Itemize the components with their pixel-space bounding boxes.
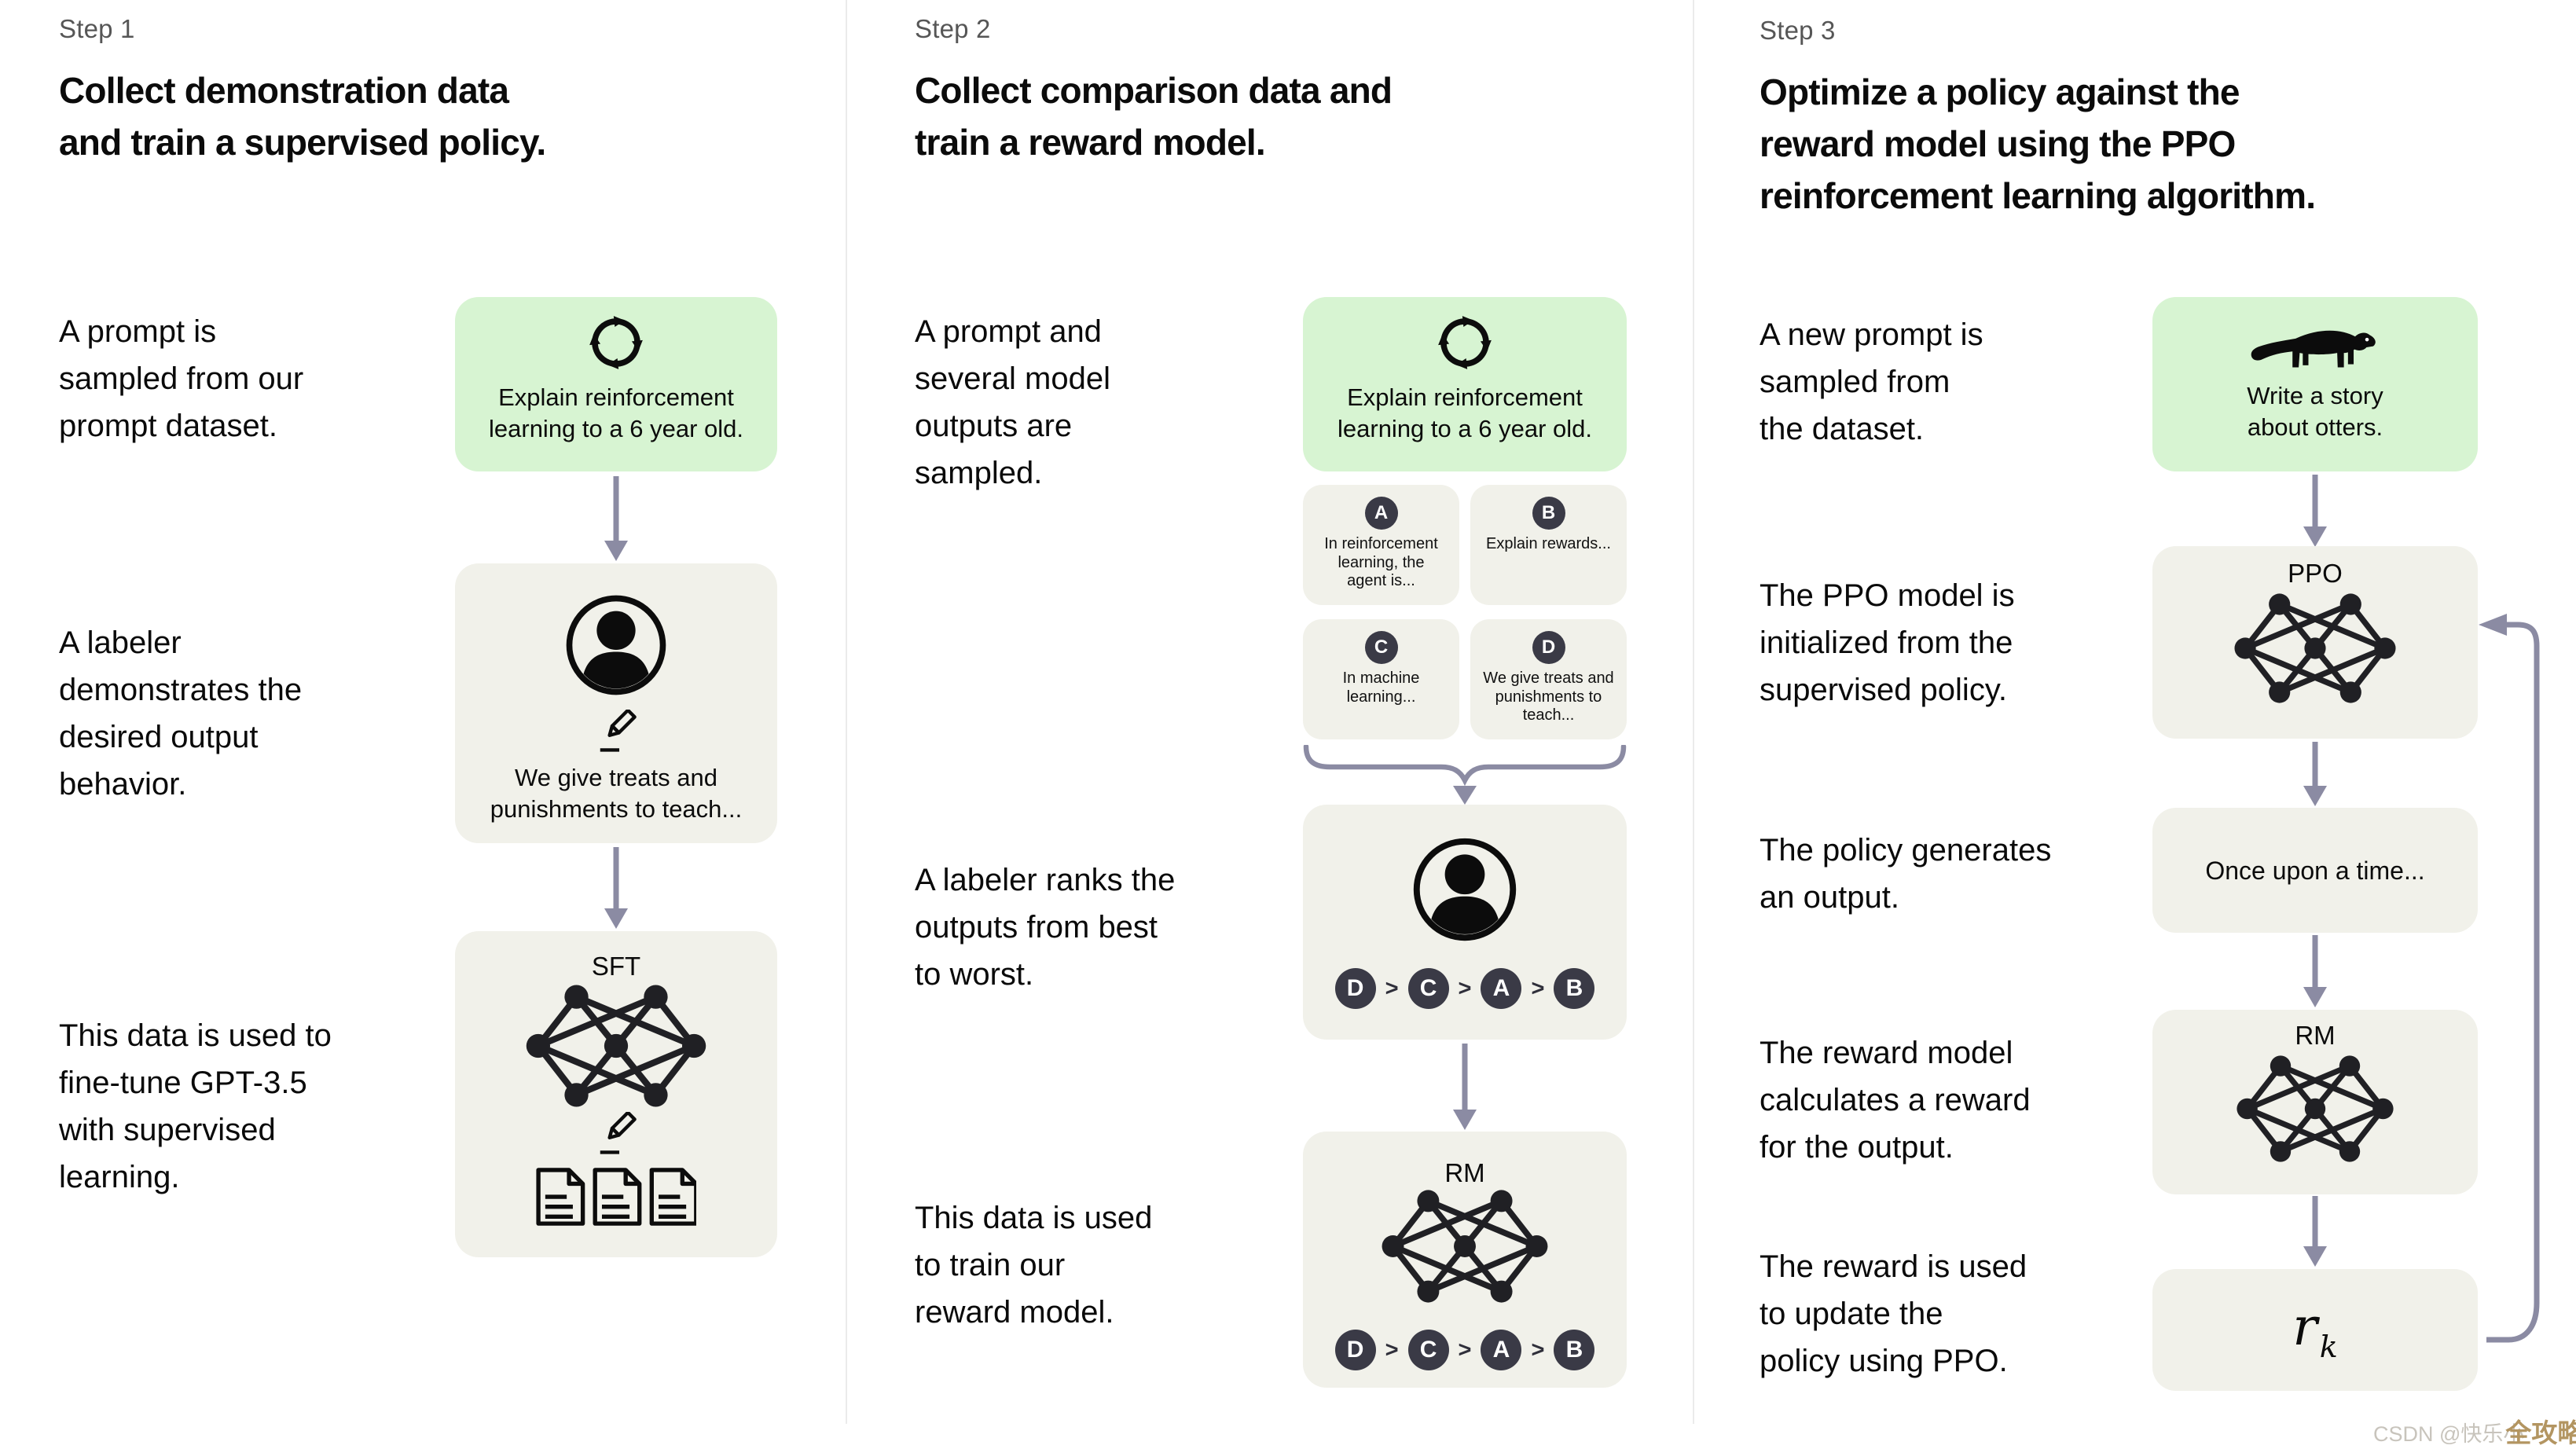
rank-separator: > [1531, 1337, 1545, 1363]
rm-label: RM [1444, 1158, 1485, 1187]
step1-sft-box: SFT [455, 931, 777, 1257]
rank-separator: > [1458, 1337, 1472, 1363]
ppo-label: PPO [2288, 559, 2343, 588]
pencil-icon [600, 1112, 637, 1154]
rank-circle: D [1334, 1330, 1376, 1370]
rank-circle: B [1554, 1330, 1595, 1370]
output-b-badge: B [1532, 497, 1565, 530]
rank-separator: > [1385, 1337, 1399, 1363]
down-arrow-icon [604, 476, 628, 561]
network-icon [2237, 1055, 2394, 1162]
step3-rm-box: RM [2152, 1010, 2478, 1194]
output-b-box: B Explain rewards... [1470, 485, 1627, 605]
reward-symbol: rk [2292, 1296, 2338, 1364]
rank-circle: C [1407, 968, 1449, 1009]
down-arrow-icon [2303, 1196, 2327, 1267]
cycle-icon [589, 316, 643, 369]
step3-ppo-box: PPO [2152, 546, 2478, 739]
brace-icon [1303, 745, 1627, 805]
step3-label: Step 3 [1760, 16, 1836, 45]
watermark: CSDN @快乐小全攻略 [2373, 1411, 2576, 1449]
output-d-badge: D [1532, 631, 1565, 664]
down-arrow-icon [604, 847, 628, 929]
network-icon [2234, 593, 2396, 703]
watermark-prefix: CSDN @快乐小 [2373, 1422, 2525, 1446]
rank-separator: > [1458, 975, 1472, 1001]
column-divider [846, 0, 847, 1424]
down-arrow-icon [2303, 935, 2327, 1007]
policy-output-text: Once upon a time... [2205, 856, 2425, 885]
down-arrow-icon [1453, 1044, 1477, 1130]
step2-rm-box: RM D > C > A > B [1303, 1132, 1627, 1388]
network-icon [526, 985, 706, 1107]
person-icon [566, 595, 666, 695]
down-arrow-icon [2303, 475, 2327, 547]
person-icon [1413, 838, 1517, 941]
down-arrow-icon [2303, 742, 2327, 806]
documents-icon [536, 1168, 696, 1226]
ranking-row: D > C > A > B [1334, 1330, 1595, 1370]
loop-arrow-icon [2479, 614, 2540, 1343]
step3-output-box: Once upon a time... [2152, 808, 2478, 933]
rank-circle: A [1481, 1330, 1522, 1370]
step2-ranking-box: D > C > A > B [1303, 805, 1627, 1040]
rank-circle: B [1554, 968, 1595, 1009]
step3-reward-box: rk [2152, 1269, 2478, 1391]
sft-label: SFT [591, 952, 641, 981]
rank-circle: D [1334, 968, 1376, 1009]
output-b-text: Explain rewards... [1486, 535, 1611, 552]
otter-icon [2251, 330, 2376, 368]
ranking-row: D > C > A > B [1334, 968, 1595, 1009]
rank-circle: A [1481, 968, 1522, 1009]
step2-label: Step 2 [915, 14, 991, 43]
rank-circle: C [1407, 1330, 1449, 1370]
column-divider [1693, 0, 1694, 1424]
rank-separator: > [1531, 975, 1545, 1001]
cycle-icon [1438, 316, 1492, 369]
network-icon [1382, 1190, 1548, 1303]
output-a-badge: A [1364, 497, 1398, 530]
watermark-overlay: 全攻略 [2505, 1418, 2576, 1447]
rank-separator: > [1385, 975, 1399, 1001]
step1-label: Step 1 [59, 14, 135, 43]
output-c-badge: C [1364, 631, 1398, 664]
pencil-icon [600, 710, 637, 752]
rm-label: RM [2295, 1021, 2336, 1050]
